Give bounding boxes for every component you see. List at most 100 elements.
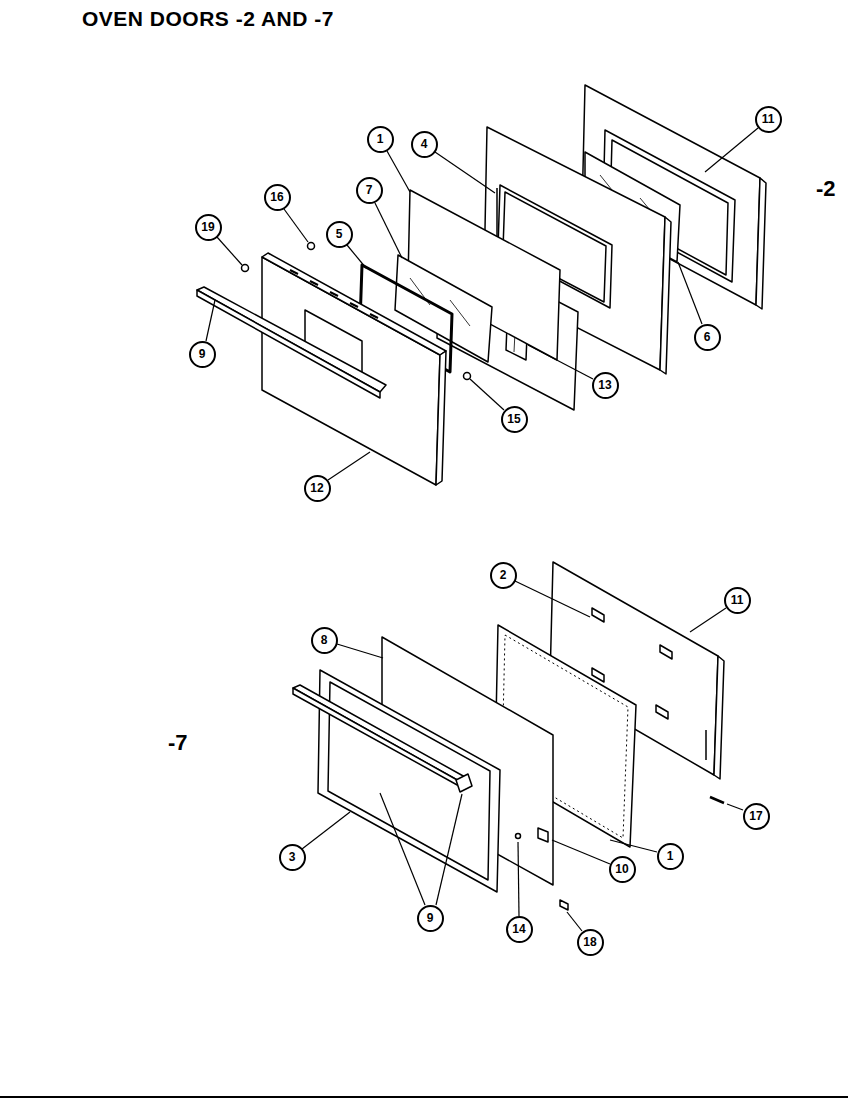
leader-line [387,151,410,192]
back-panel [705,730,707,760]
back-panel [660,645,672,659]
callout-number: 15 [507,413,520,425]
leader-line [518,842,519,916]
leader-line [705,128,758,172]
small-part [560,900,568,910]
front-panel [350,303,358,307]
front-panel [370,314,378,318]
back-panel [756,178,766,309]
callout-circle: 18 [577,929,604,956]
back-panel [714,656,724,779]
page-rule [0,1096,848,1098]
leader-line [328,452,370,480]
leader-line [678,262,702,324]
callout-number: 16 [270,191,283,203]
leader-line [206,300,215,341]
callout-circle: 9 [189,341,216,368]
front-panel [330,292,338,296]
leader-line [206,128,758,480]
callout-number: 7 [366,184,373,196]
callout-circle: 12 [304,475,331,502]
front-panel [290,270,298,274]
door-handle [197,287,386,392]
leader-line [380,793,425,905]
callout-number: 14 [512,923,525,935]
callout-circle: 2 [490,562,517,589]
inner-frame [660,217,671,374]
screw [242,243,471,380]
callout-number: 9 [199,348,206,360]
front-panel [310,281,318,285]
callout-number: 2 [500,569,507,581]
callout-number: 17 [749,810,762,822]
door-frame [318,670,500,892]
door-handle [197,290,380,398]
callout-circle: 6 [694,324,721,351]
callout-number: 13 [598,379,611,391]
door-handle [197,287,386,398]
leader-line [217,237,242,265]
callout-circle: 19 [195,214,222,241]
leader-line [567,912,582,931]
leader-line [436,794,462,905]
door-handle [456,774,472,792]
callout-number: 10 [615,863,628,875]
callout-circle: 4 [411,131,438,158]
door-handle [293,688,459,786]
screw [464,373,471,380]
callout-circle: 14 [506,916,533,943]
callout-number: 6 [704,331,711,343]
callout-number: 3 [289,851,296,863]
back-panel [592,608,604,622]
leader-line [552,840,610,864]
screw [242,265,249,272]
small-part [538,828,548,842]
door-handle [293,685,465,781]
callout-number: 5 [336,228,343,240]
door-frame [328,682,490,880]
callout-number: 9 [427,912,434,924]
small-part [516,797,725,910]
door-frame [318,670,500,892]
callout-circle: 5 [326,221,353,248]
leader-line [302,581,743,931]
screw [308,243,315,250]
leader-line [284,209,308,242]
callout-circle: 13 [592,372,619,399]
callout-circle: 1 [657,843,684,870]
callout-number: 19 [201,221,214,233]
callout-number: 12 [310,482,323,494]
callout-number: 18 [583,936,596,948]
callout-circle: 3 [279,844,306,871]
leader-line [375,203,402,258]
leader-line [347,245,366,268]
callout-number: 8 [321,634,328,646]
door-variant-label: -7 [168,730,188,756]
front-panel [436,351,446,485]
small-part [710,797,724,803]
callout-number: 1 [667,850,674,862]
callout-circle: 7 [356,177,383,204]
door-handle [293,685,472,792]
callout-circle: 9 [417,905,444,932]
leader-line [515,581,590,617]
callout-circle: 15 [501,406,528,433]
leader-line [435,152,495,193]
leader-line [337,644,383,658]
leader-line [727,804,743,810]
callout-circle: 8 [311,627,338,654]
leader-line [610,840,657,852]
callout-circle: 10 [609,856,636,883]
leader-line [470,379,504,410]
leader-line [302,812,350,849]
leader-line [690,608,726,632]
callout-circle: 11 [724,587,751,614]
callout-number: 11 [731,594,744,606]
small-part [516,834,521,839]
callout-number: 11 [762,113,775,125]
callout-number: 1 [377,133,384,145]
back-panel [656,705,668,719]
callout-circle: 16 [264,184,291,211]
